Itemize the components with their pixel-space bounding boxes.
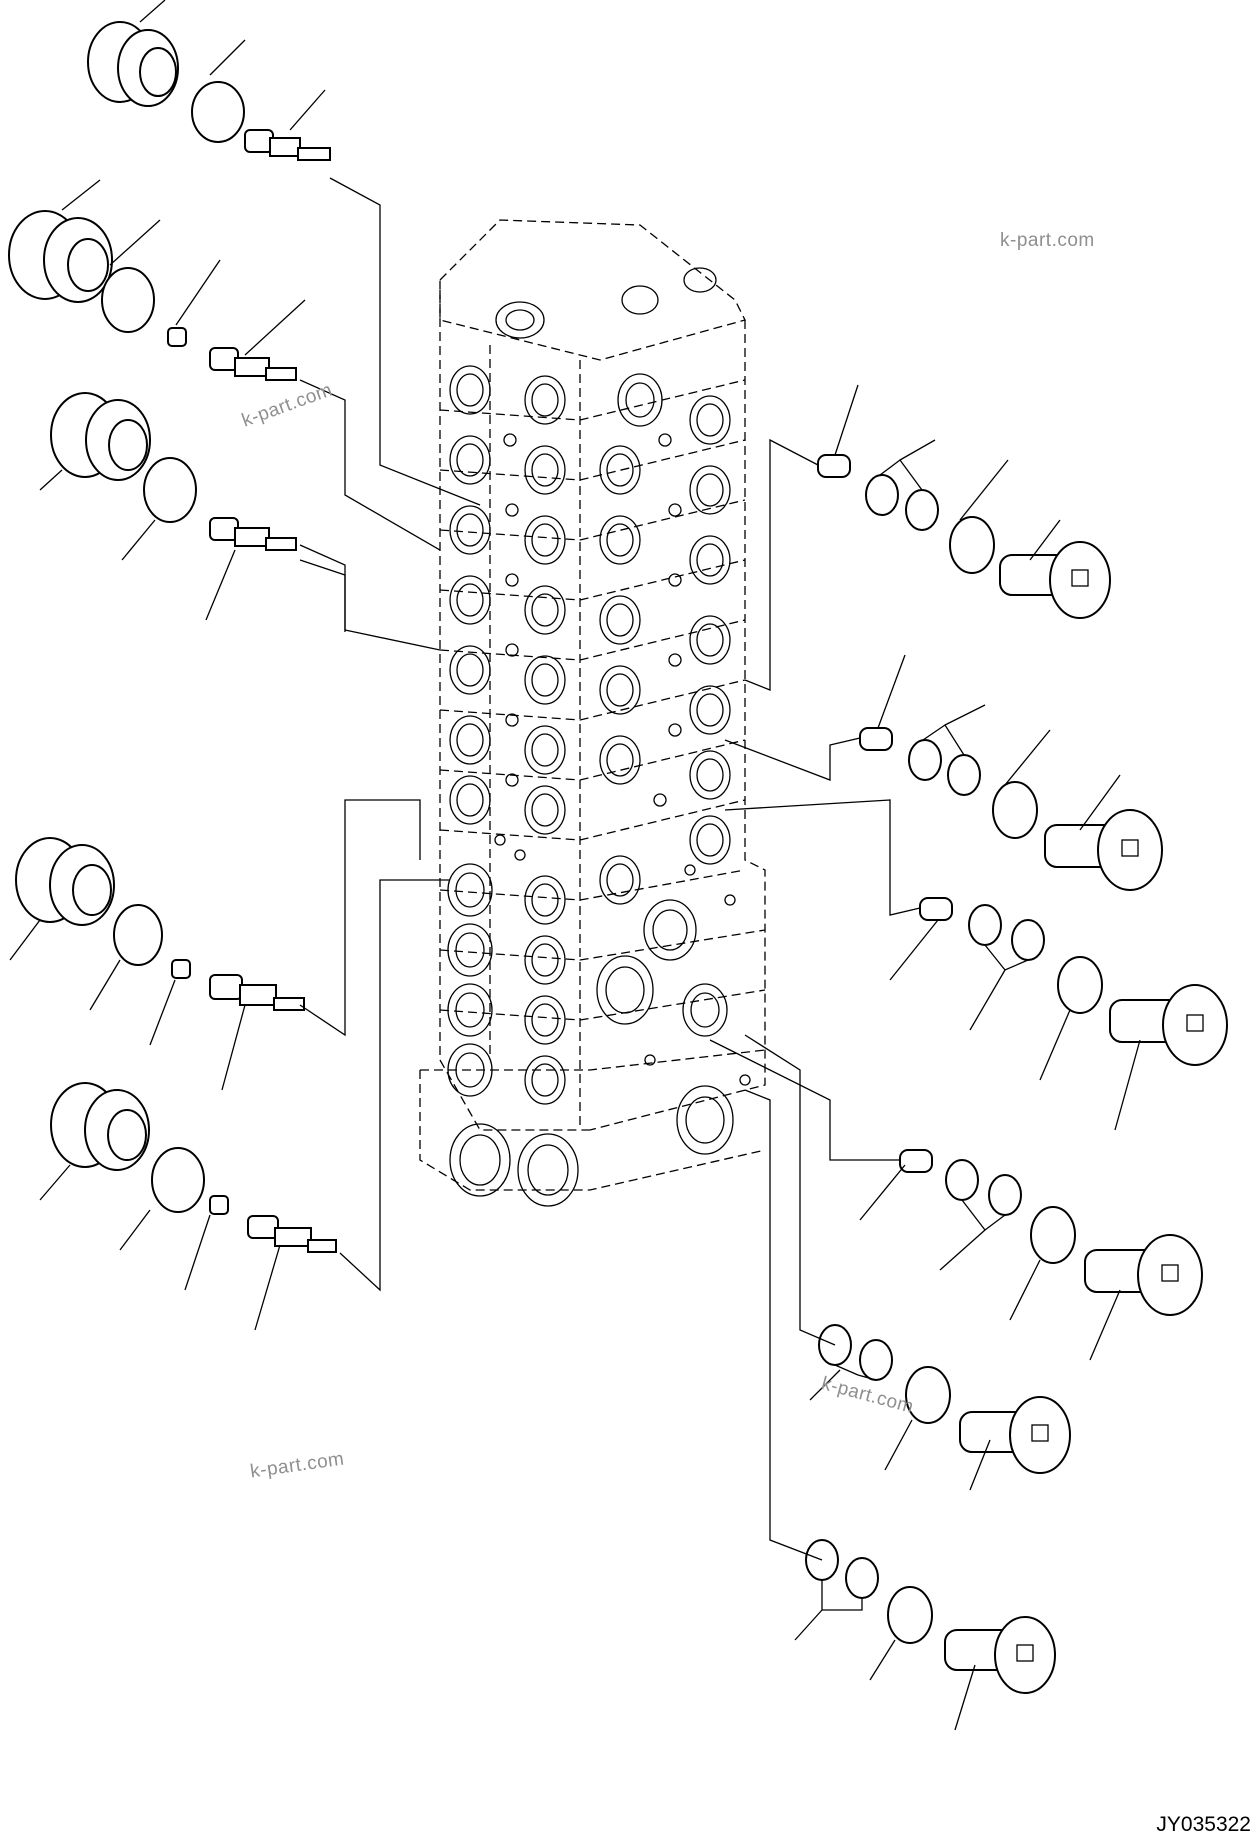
relief-valve-c bbox=[1109, 984, 1228, 1066]
o-ring-b2 bbox=[947, 754, 981, 796]
relief-valve-b bbox=[1044, 809, 1163, 891]
o-ring-e3 bbox=[905, 1366, 951, 1424]
right-parts bbox=[805, 454, 1228, 1694]
valve-body bbox=[419, 219, 766, 1207]
watermark-1: k-part.com bbox=[1000, 230, 1095, 251]
o-ring-f2 bbox=[845, 1557, 879, 1599]
plug-2 bbox=[8, 210, 113, 303]
o-ring-d2 bbox=[988, 1174, 1022, 1216]
spring-a bbox=[817, 454, 851, 478]
o-ring-a3 bbox=[949, 516, 995, 574]
spool-2 bbox=[209, 347, 297, 381]
left-leader-lines bbox=[9, 0, 481, 1331]
relief-valve-e bbox=[959, 1396, 1071, 1474]
spring-d bbox=[899, 1149, 933, 1173]
o-ring-4 bbox=[113, 904, 163, 966]
o-ring-2 bbox=[101, 267, 155, 333]
o-ring-b3 bbox=[992, 781, 1038, 839]
plug-3 bbox=[50, 392, 151, 481]
o-ring-b1 bbox=[908, 739, 942, 781]
spool-4 bbox=[209, 974, 305, 1011]
relief-valve-d bbox=[1084, 1234, 1203, 1316]
o-ring-e2 bbox=[859, 1339, 893, 1381]
drawing-id: JY035322 bbox=[1156, 1813, 1251, 1836]
small-plug-4 bbox=[171, 959, 191, 979]
o-ring-c2 bbox=[1011, 919, 1045, 961]
o-ring-c3 bbox=[1057, 956, 1103, 1014]
o-ring-f3 bbox=[887, 1586, 933, 1644]
right-leader-lines bbox=[709, 384, 1141, 1731]
o-ring-d3 bbox=[1030, 1206, 1076, 1264]
spring-c bbox=[919, 897, 953, 921]
plug-1 bbox=[87, 21, 179, 107]
o-ring-a1 bbox=[865, 474, 899, 516]
spring-b bbox=[859, 727, 893, 751]
relief-valve-a bbox=[999, 541, 1111, 619]
left-parts bbox=[8, 21, 337, 1253]
small-plug-2 bbox=[167, 327, 187, 347]
spool-3 bbox=[209, 517, 297, 551]
o-ring-3 bbox=[143, 457, 197, 523]
spool-5 bbox=[247, 1215, 337, 1253]
o-ring-c1 bbox=[968, 904, 1002, 946]
small-plug-5 bbox=[209, 1195, 229, 1215]
plug-5 bbox=[50, 1082, 150, 1171]
o-ring-a2 bbox=[905, 489, 939, 531]
o-ring-1 bbox=[191, 81, 245, 143]
spool-1 bbox=[244, 129, 331, 161]
o-ring-d1 bbox=[945, 1159, 979, 1201]
relief-valve-f bbox=[944, 1616, 1056, 1694]
plug-4 bbox=[15, 837, 115, 926]
o-ring-5 bbox=[151, 1147, 205, 1213]
